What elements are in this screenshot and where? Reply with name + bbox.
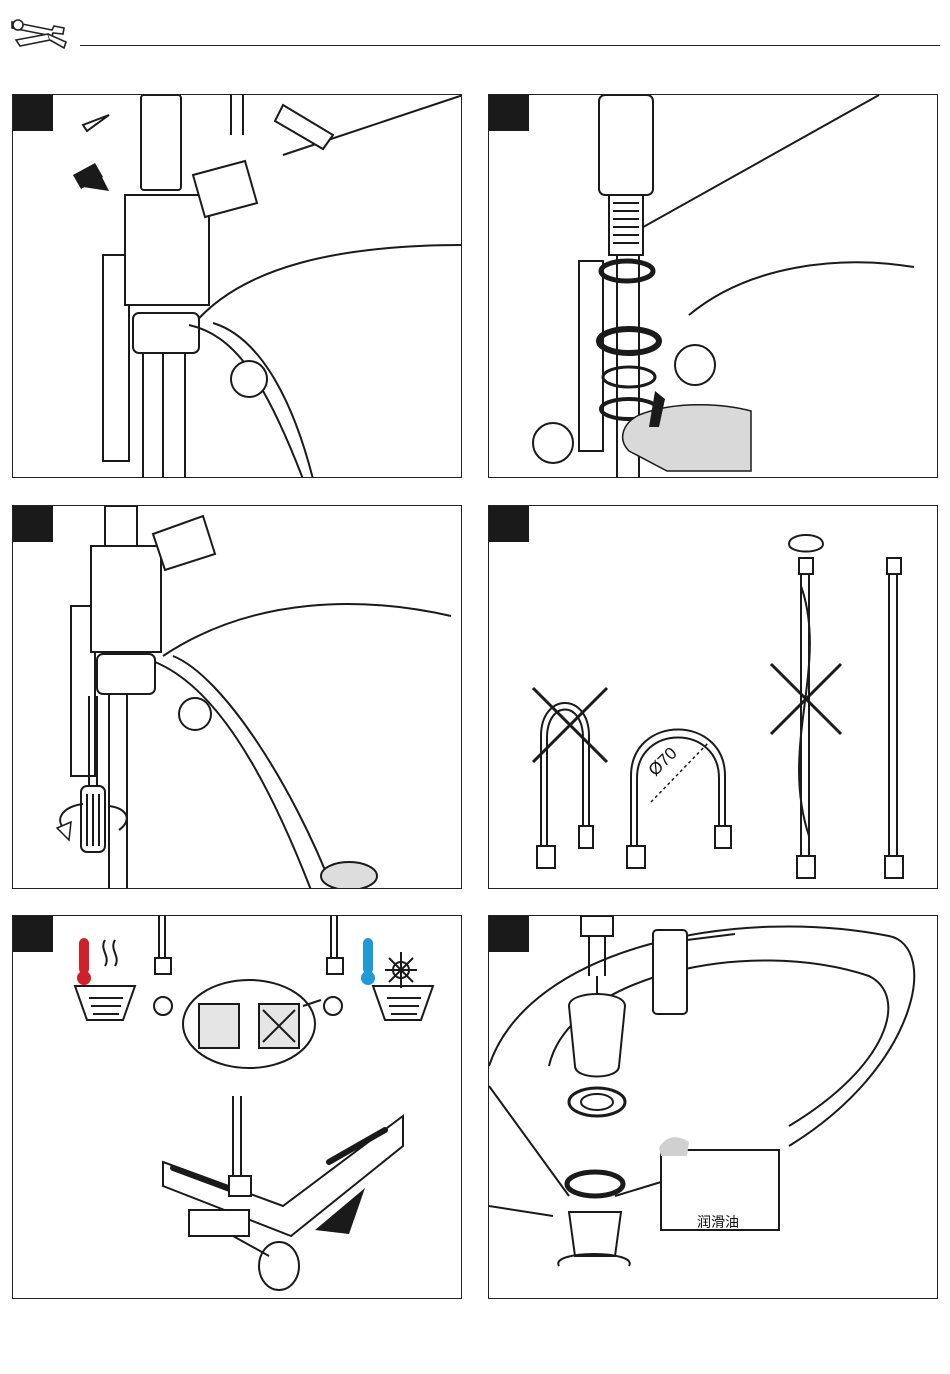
screwdriver-illustration [13,506,462,889]
step-3-panel [12,505,462,889]
step-5-panel [12,915,462,1299]
faucet-wrench-illustration [13,95,462,478]
header-divider [80,45,940,46]
hose-bending-illustration [489,506,938,889]
step-1-panel [12,94,462,478]
step-6-panel: 润滑油 [488,915,938,1299]
washer-stack-illustration [489,95,938,478]
supply-connection-illustration [13,916,462,1299]
step-2-panel [488,94,938,478]
lubricant-label: 润滑油 [697,1212,739,1232]
step-4-panel: Ø70 [488,505,938,889]
wrench-screwdriver-icon [8,12,70,52]
drain-assembly-illustration [489,916,938,1299]
